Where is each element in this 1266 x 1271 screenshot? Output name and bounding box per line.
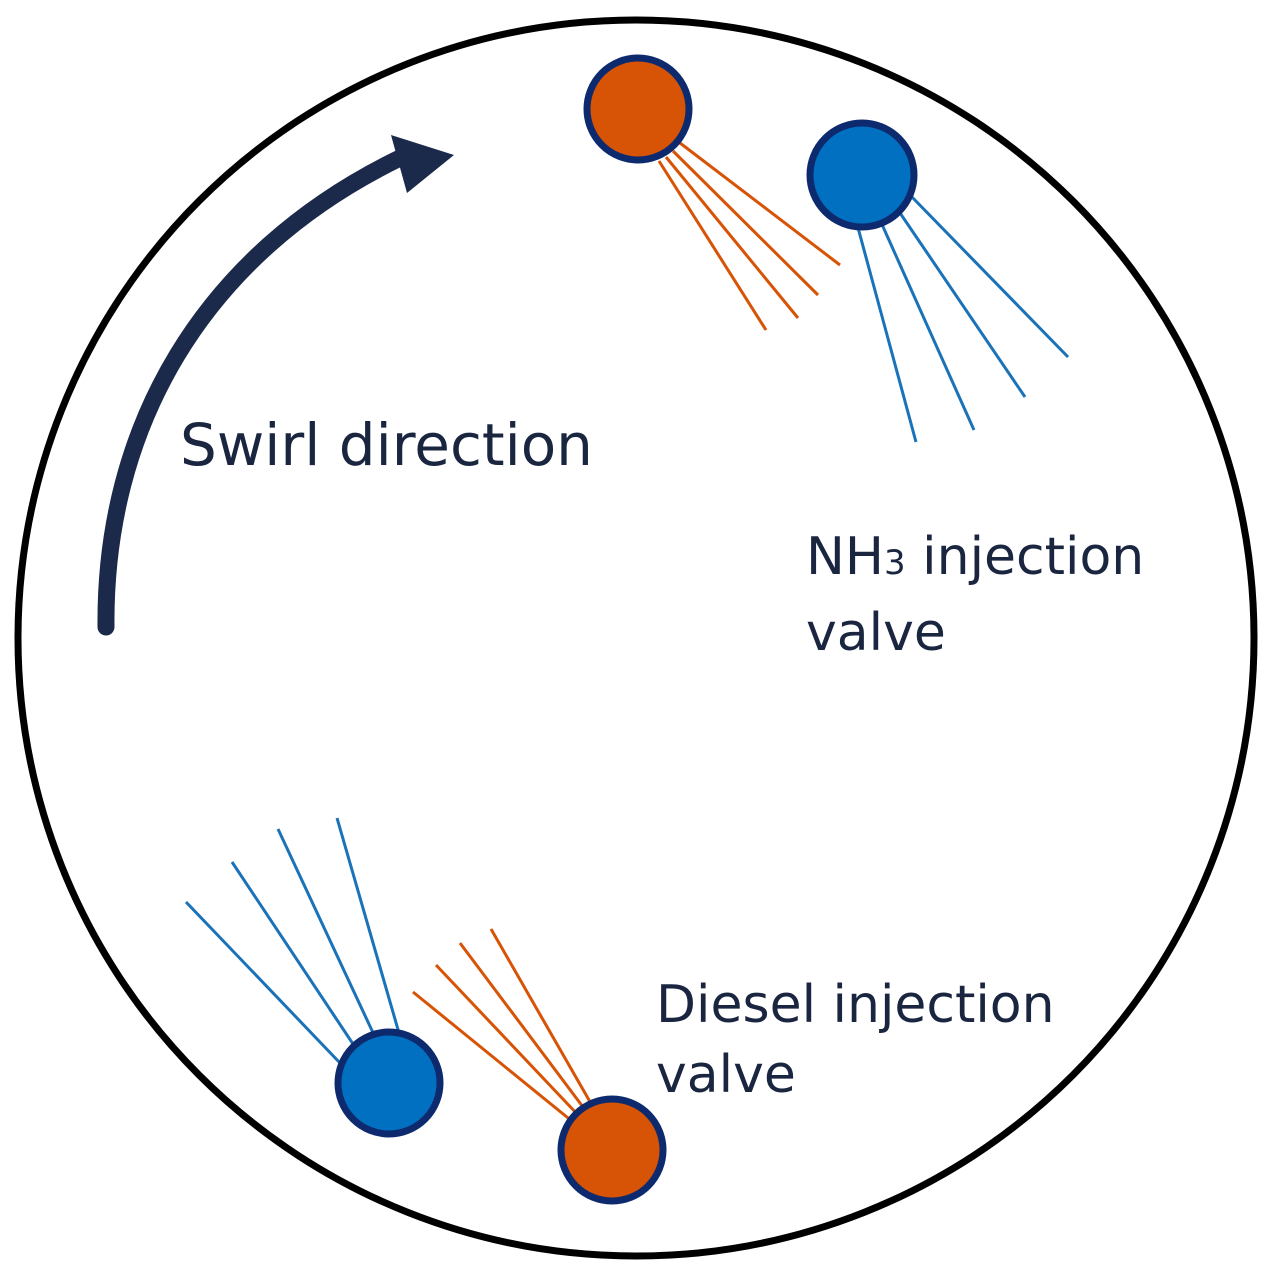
- diesel-valve-upper: [583, 54, 693, 164]
- diesel-valve-lower: [557, 1095, 667, 1205]
- diesel-label-line2: valve: [656, 1045, 796, 1105]
- diesel-injection-valve-label: Diesel injection valve: [656, 970, 1055, 1110]
- nh3-label-line2: valve: [806, 603, 946, 663]
- nh3-label-prefix: NH: [806, 527, 884, 587]
- nh3-spray-upper: [855, 193, 1070, 443]
- nh3-label-suffix: injection: [905, 527, 1145, 587]
- cylinder-outline: [14, 16, 1258, 1260]
- swirl-arrow-icon: [97, 135, 454, 636]
- nh3-valve-upper: [806, 119, 918, 231]
- nh3-valve-lower: [334, 1028, 444, 1138]
- nh3-injection-valve-label: NH3 injection valve: [806, 522, 1144, 668]
- diesel-spray-lower: [412, 928, 595, 1124]
- diesel-label-line1: Diesel injection: [656, 975, 1055, 1035]
- swirl-direction-label: Swirl direction: [180, 411, 593, 479]
- diesel-spray-upper: [657, 141, 841, 331]
- nh3-label-subscript: 3: [884, 543, 906, 583]
- nh3-spray-lower: [184, 817, 401, 1065]
